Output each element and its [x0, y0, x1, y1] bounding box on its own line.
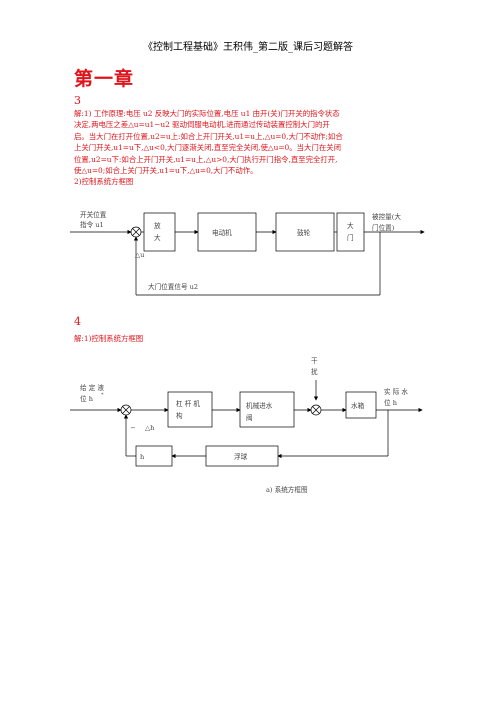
disturbance-label-1: 干: [311, 357, 318, 365]
input-label-line2: 位 h: [80, 394, 94, 403]
input-superscript: *: [101, 392, 104, 398]
delta-u-label: △u: [135, 251, 144, 259]
diagram-caption: a) 系统方框图: [266, 485, 308, 494]
lever-label-2: 构: [176, 411, 183, 420]
question-number-3: 3: [74, 94, 81, 107]
drum-block: [275, 212, 335, 252]
lever-block: [167, 391, 213, 428]
float-label: 浮球: [234, 452, 248, 461]
document-header: 《控制工程基础》王积伟_第二版_课后习题解答: [143, 42, 353, 53]
valve-block: [239, 391, 295, 428]
answer-line: 上关门开关,u1=u下,△u<0,大门逐渐关闭,直至完全关闭,使△u=0。当大门…: [74, 143, 341, 153]
amplifier-label-2: 大: [154, 233, 161, 242]
question-4-subhead: 解:1)控制系统方框图: [74, 334, 144, 343]
input-label-line1: 开关位置: [80, 210, 107, 219]
answer-line: 解:1) 工作原理:电压 u2 反映大门的实际位置,电压 u1 由开(关)门开关…: [74, 109, 340, 118]
drum-label: 鼓轮: [297, 228, 311, 237]
gate-block: [336, 212, 365, 252]
water-level-block-diagram: 干 扰 给 定 液 位 h * − △h 杠 杆 机 构 机械进水 阀 水箱 实…: [70, 357, 423, 494]
minus-sign: −: [130, 424, 136, 432]
output-label-line2: 门位置): [372, 223, 395, 232]
motor-block: [197, 212, 257, 252]
output-label-line2: 位 h: [384, 398, 398, 407]
valve-label-1: 机械进水: [246, 401, 273, 410]
lever-label-1: 杠 杆 机: [176, 399, 200, 408]
gate-label-1: 大: [347, 221, 354, 230]
answer-line: 使△u=0;如合上关门开关,u1=u下,△u=0,大门不动作。: [74, 166, 258, 176]
tank-label: 水箱: [351, 401, 365, 410]
chapter-title: 第一章: [74, 68, 135, 90]
answer-line: 位置,u2=u下:如合上开门开关,u1=u上,△u>0,大门执行开门指令,直至完…: [74, 154, 338, 164]
output-label-line1: 被控量(大: [372, 212, 401, 221]
valve-label-2: 阀: [246, 413, 253, 422]
h-label: h: [140, 453, 145, 461]
feedback-label: 大门位置信号 u2: [148, 282, 198, 291]
amplifier-block: [143, 212, 176, 252]
delta-h-label: △h: [145, 424, 155, 432]
motor-label: 电动机: [212, 228, 232, 237]
input-label-line1: 给 定 液: [80, 383, 104, 392]
question-3-answer: 解:1) 工作原理:电压 u2 反映大门的实际位置,电压 u1 由开(关)门开关…: [74, 108, 429, 188]
question-3-subhead: 2)控制系统方框图: [74, 177, 134, 187]
amplifier-label-1: 放: [154, 221, 161, 230]
output-label-line1: 实 际 水: [384, 387, 408, 396]
answer-line: 决定,两电压之差△u=u1−u2 驱动伺服电动机,进而通过传动装置控制大门的开: [74, 120, 330, 130]
question-number-4: 4: [74, 315, 81, 328]
gate-label-2: 门: [347, 233, 354, 242]
tank-block: [345, 391, 377, 419]
answer-line: 启。当大门在打开位置,u2=u上:如合上开门开关,u1=u上,△u=0,大门不动…: [74, 131, 343, 141]
disturbance-label-2: 扰: [311, 367, 318, 376]
gate-control-block-diagram: 开关位置 指令 u1 △u 放 大 电动机 鼓轮 大 门 被控量(大 门位置) …: [70, 210, 425, 296]
input-label-line2: 指令 u1: [80, 220, 104, 229]
